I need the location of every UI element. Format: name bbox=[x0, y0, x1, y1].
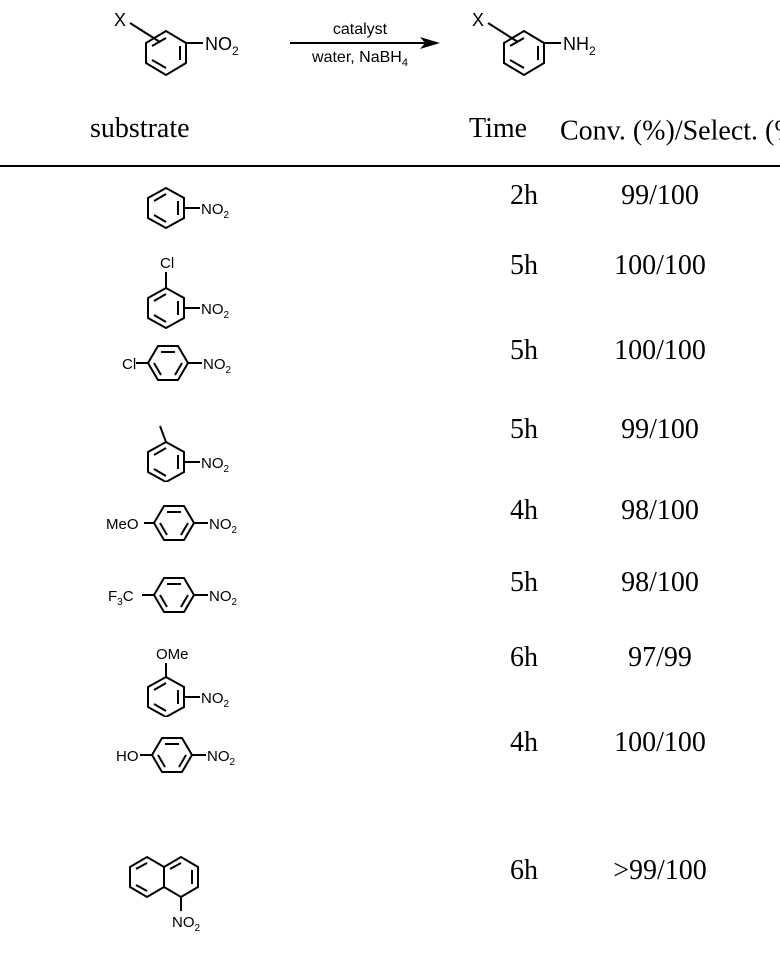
reactant-nitro-label: NO2 bbox=[205, 34, 239, 58]
table-row: F3C NO2 5h 98/100 bbox=[0, 567, 780, 647]
result-cell: 97/99 bbox=[628, 642, 692, 673]
table-row: OMe NO2 6h 97/99 bbox=[0, 637, 780, 717]
structure-4-nitroanisole: MeO NO2 bbox=[106, 505, 238, 541]
result-cell: >99/100 bbox=[613, 855, 707, 886]
table-row: HO NO2 4h 100/100 bbox=[0, 727, 780, 807]
table-row: NO2 6h >99/100 bbox=[0, 855, 780, 935]
structure-4-chloronitrobenzene: Cl NO2 bbox=[122, 345, 232, 381]
table-row: Cl NO2 5h 100/100 bbox=[0, 250, 780, 330]
reactant-benzene-ring bbox=[129, 22, 203, 77]
structure-2-chloronitrobenzene: Cl NO2 bbox=[147, 255, 230, 330]
result-cell: 100/100 bbox=[614, 335, 706, 366]
header-substrate: substrate bbox=[90, 113, 190, 144]
time-cell: 2h bbox=[510, 180, 538, 211]
condition-catalyst: catalyst bbox=[333, 21, 388, 38]
result-cell: 98/100 bbox=[621, 567, 699, 598]
structure-1-nitronaphthalene: NO2 bbox=[129, 855, 201, 934]
result-cell: 98/100 bbox=[621, 495, 699, 526]
svg-text:Cl: Cl bbox=[122, 356, 136, 373]
table-row: NO2 5h 99/100 bbox=[0, 402, 780, 482]
condition-solvent-reductant: water, NaBH4 bbox=[311, 49, 408, 69]
structure-2-nitroanisole: OMe NO2 bbox=[147, 646, 230, 717]
svg-text:HO: HO bbox=[116, 748, 139, 765]
structure-2-nitrotoluene: NO2 bbox=[147, 425, 230, 482]
structure-4-nitrophenol: HO NO2 bbox=[116, 737, 236, 773]
product-amine-label: NH2 bbox=[563, 34, 596, 58]
svg-text:NO2: NO2 bbox=[209, 516, 238, 536]
header-conversion-selectivity: Conv. (%)/Select. (%)b bbox=[560, 115, 780, 147]
svg-text:NO2: NO2 bbox=[201, 301, 230, 321]
result-cell: 99/100 bbox=[621, 180, 699, 211]
reaction-scheme: X NO2 catalyst water, NaBH4 X NH2 bbox=[114, 10, 596, 77]
svg-text:NO2: NO2 bbox=[201, 201, 230, 221]
svg-text:NO2: NO2 bbox=[207, 748, 236, 768]
svg-text:F3C: F3C bbox=[108, 588, 134, 608]
structure-4-nitrobenzotrifluoride: F3C NO2 bbox=[108, 577, 238, 613]
svg-text:NO2: NO2 bbox=[201, 690, 230, 710]
result-cell: 100/100 bbox=[614, 727, 706, 758]
result-cell: 100/100 bbox=[614, 250, 706, 281]
time-cell: 6h bbox=[510, 855, 538, 886]
time-cell: 5h bbox=[510, 250, 538, 281]
structure-nitrobenzene: NO2 bbox=[147, 186, 230, 230]
reaction-arrow bbox=[290, 37, 440, 49]
header-time: Time bbox=[469, 113, 528, 144]
svg-text:Cl: Cl bbox=[160, 255, 174, 272]
time-cell: 4h bbox=[510, 727, 538, 758]
product-substituent-x: X bbox=[472, 10, 484, 30]
product-benzene-ring bbox=[487, 22, 561, 77]
table-row: NO2 2h 99/100 bbox=[0, 180, 780, 260]
header-rule bbox=[0, 165, 780, 167]
svg-text:OMe: OMe bbox=[156, 646, 189, 663]
time-cell: 4h bbox=[510, 495, 538, 526]
reactant-substituent-x: X bbox=[114, 10, 126, 30]
table-row: MeO NO2 4h 98/100 bbox=[0, 495, 780, 575]
svg-text:NO2: NO2 bbox=[201, 455, 230, 475]
time-cell: 5h bbox=[510, 567, 538, 598]
time-cell: 5h bbox=[510, 335, 538, 366]
svg-text:NO2: NO2 bbox=[203, 356, 232, 376]
time-cell: 5h bbox=[510, 414, 538, 445]
svg-text:NO2: NO2 bbox=[209, 588, 238, 608]
time-cell: 6h bbox=[510, 642, 538, 673]
svg-text:MeO: MeO bbox=[106, 516, 139, 533]
table-row: Cl NO2 5h 100/100 bbox=[0, 335, 780, 415]
svg-text:NO2: NO2 bbox=[172, 914, 201, 934]
result-cell: 99/100 bbox=[621, 414, 699, 445]
